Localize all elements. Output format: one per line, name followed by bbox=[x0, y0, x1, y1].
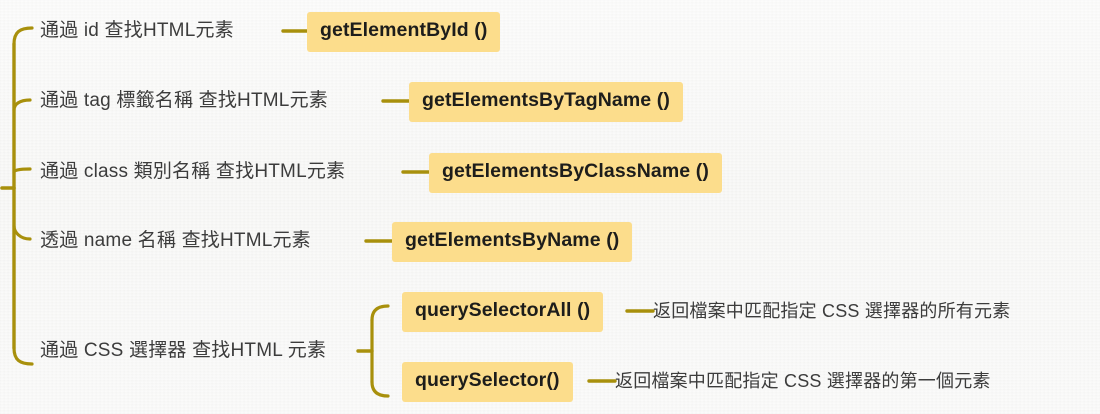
branch-arm-by-id-icon bbox=[12, 26, 34, 46]
method-chip-query-selector-all[interactable]: querySelectorAll () bbox=[402, 292, 604, 332]
method-chip-query-selector[interactable]: querySelector() bbox=[402, 362, 573, 402]
css-sub-arm-first-icon bbox=[370, 380, 390, 398]
method-chip-get-element-by-id[interactable]: getElementById () bbox=[307, 12, 501, 52]
method-chip-get-elements-by-tag-name[interactable]: getElementsByTagName () bbox=[409, 82, 683, 122]
description-query-selector-all: 返回檔案中匹配指定 CSS 選擇器的所有元素 bbox=[653, 301, 1011, 321]
method-chip-get-elements-by-class-name[interactable]: getElementsByClassName () bbox=[429, 153, 722, 193]
branch-arm-by-class-icon bbox=[12, 167, 32, 174]
branch-arm-by-tag-icon bbox=[12, 98, 32, 112]
branch-label-by-id: 通過 id 查找HTML元素 bbox=[40, 20, 234, 41]
description-query-selector: 返回檔案中匹配指定 CSS 選擇器的第一個元素 bbox=[615, 371, 991, 391]
branch-label-by-tag: 通過 tag 標籤名稱 查找HTML元素 bbox=[40, 90, 328, 111]
method-chip-get-elements-by-name[interactable]: getElementsByName () bbox=[392, 222, 633, 262]
branch-arm-by-name-icon bbox=[12, 224, 32, 241]
branch-label-by-class: 通過 class 類別名稱 查找HTML元素 bbox=[40, 161, 346, 182]
branch-label-by-name: 透過 name 名稱 查找HTML元素 bbox=[40, 230, 311, 251]
branch-arm-by-css-icon bbox=[12, 346, 34, 366]
branch-label-by-css-selector: 通過 CSS 選擇器 查找HTML 元素 bbox=[40, 340, 327, 361]
css-sub-arm-all-icon bbox=[370, 304, 390, 322]
